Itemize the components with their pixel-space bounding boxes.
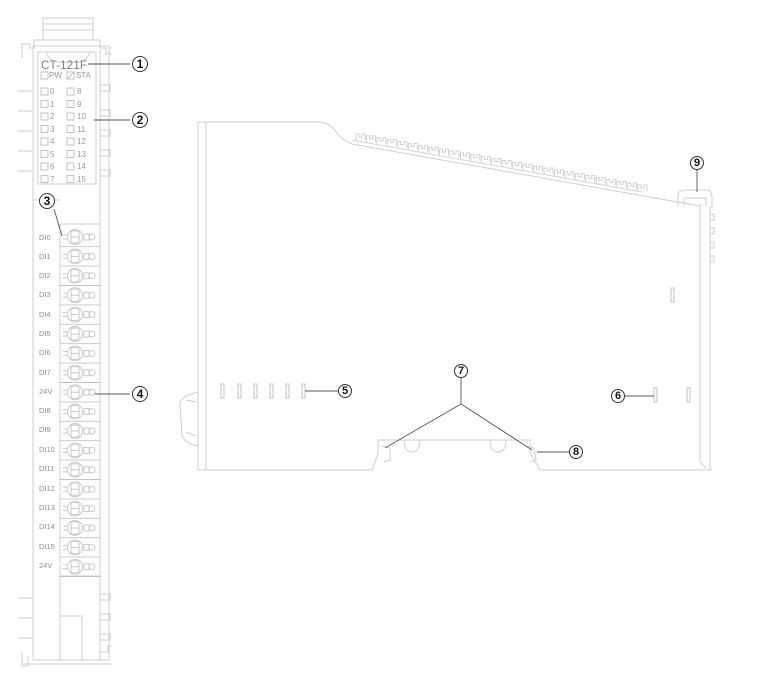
terminal-label: DI2 (39, 271, 51, 280)
terminal-label: DI6 (39, 348, 51, 357)
led-label: 13 (77, 150, 86, 159)
callout-3: 3 (39, 193, 55, 209)
callout-4: 4 (132, 386, 148, 402)
led-label: 0 (50, 87, 55, 96)
terminal-label: DI7 (39, 368, 51, 377)
terminal-label: 24V (39, 387, 53, 396)
terminal-label: DI10 (39, 445, 55, 454)
led-label: 10 (77, 112, 86, 121)
callout-7: 7 (454, 364, 468, 378)
led-label: 14 (77, 162, 86, 171)
led-label: 11 (77, 125, 86, 134)
callout-8: 8 (569, 445, 583, 459)
terminal-label: DI0 (39, 233, 51, 242)
terminal-label: DI4 (39, 310, 51, 319)
terminal-label: DI13 (39, 503, 55, 512)
callout-2: 2 (132, 112, 148, 128)
terminal-label: DI3 (39, 290, 51, 299)
terminal-label: DI15 (39, 542, 55, 551)
module-model-label: CT-121F (41, 60, 88, 72)
led-label: 4 (50, 137, 55, 146)
led-label: 15 (77, 175, 86, 184)
terminal-label: 24V (39, 561, 53, 570)
led-label-sta: STA (76, 71, 91, 80)
led-label: 5 (50, 150, 55, 159)
terminal-label: DI11 (39, 464, 55, 473)
terminal-label: DI1 (39, 252, 51, 261)
callout-5: 5 (338, 384, 352, 398)
terminal-label: DI14 (39, 522, 55, 531)
led-label: 9 (77, 100, 82, 109)
terminal-label: DI12 (39, 484, 55, 493)
led-label: 8 (77, 87, 82, 96)
callout-6: 6 (611, 389, 625, 403)
led-label: 1 (50, 100, 55, 109)
led-label: 7 (50, 175, 55, 184)
callout-1: 1 (132, 56, 148, 72)
led-label: 12 (77, 137, 86, 146)
led-label-pw: PW (49, 71, 62, 80)
terminal-label: DI9 (39, 425, 51, 434)
terminal-label: DI5 (39, 329, 51, 338)
terminal-label: DI8 (39, 406, 51, 415)
led-label: 3 (50, 125, 55, 134)
callout-9: 9 (690, 156, 704, 170)
led-label: 6 (50, 162, 55, 171)
led-label: 2 (50, 112, 55, 121)
